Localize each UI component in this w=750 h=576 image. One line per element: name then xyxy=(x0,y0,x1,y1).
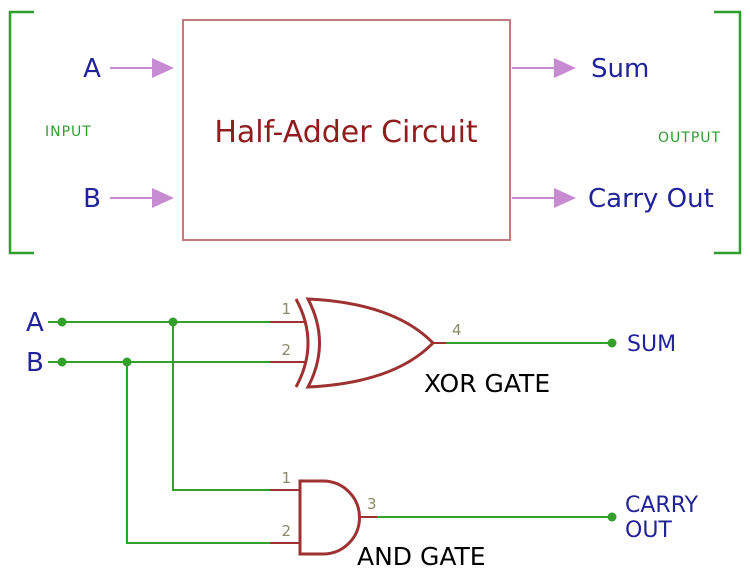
sum-label: Sum xyxy=(591,54,649,84)
schematic-input-b-label: B xyxy=(26,348,44,378)
sum-terminal-dot xyxy=(607,338,617,348)
wire-b-branch-to-and xyxy=(126,362,270,544)
xor-gate-label: XOR GATE xyxy=(424,369,550,398)
xor-output-pin-number: 4 xyxy=(452,321,462,339)
node-a-dot xyxy=(57,317,67,327)
input-bracket xyxy=(8,10,34,255)
block-diagram: INPUT OUTPUT Half-Adder Circuit A B Sum … xyxy=(8,10,742,255)
xor-pin1-number: 1 xyxy=(281,300,291,318)
carry-terminal-label-line2: OUT xyxy=(625,518,672,543)
half-adder-box-title: Half-Adder Circuit xyxy=(214,115,478,150)
and-gate-label: AND GATE xyxy=(357,542,486,571)
output-bracket xyxy=(714,10,742,255)
input-b-label: B xyxy=(83,184,101,214)
xor-gate-body xyxy=(305,297,436,389)
junction-b-dot xyxy=(122,357,132,367)
xor-gate-back-arc xyxy=(294,298,310,388)
carry-terminal-label-line1: CARRY xyxy=(625,493,699,518)
node-b-dot xyxy=(57,357,67,367)
half-adder-box xyxy=(182,19,511,241)
carry-terminal-dot xyxy=(607,512,617,522)
and-output-pin-number: 3 xyxy=(367,495,377,513)
input-bracket-label: INPUT xyxy=(45,124,92,140)
output-bracket-label: OUTPUT xyxy=(658,130,721,146)
logic-schematic: A B 1 2 4 1 2 3 XOR GATE AND GATE SUM CA… xyxy=(26,297,699,571)
xor-pin2-number: 2 xyxy=(281,341,291,359)
input-a-label: A xyxy=(83,54,101,84)
and-pin2-number: 2 xyxy=(281,522,291,540)
schematic-input-a-label: A xyxy=(26,308,44,338)
wire-a-branch-to-and xyxy=(172,322,270,491)
and-pin1-number: 1 xyxy=(281,469,291,487)
sum-terminal-label: SUM xyxy=(627,332,676,357)
carry-out-label: Carry Out xyxy=(588,184,714,214)
and-gate-body xyxy=(298,479,361,556)
junction-a-dot xyxy=(168,317,178,327)
